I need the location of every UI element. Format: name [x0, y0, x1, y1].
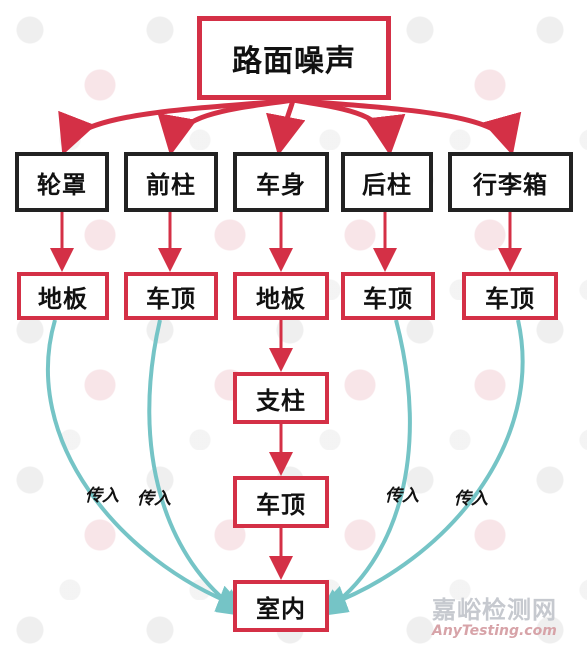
target-node-interior: 室内 — [233, 580, 329, 632]
chain-node-roof: 车顶 — [233, 476, 329, 528]
edge-label-transfer-2: 传入 — [137, 489, 171, 509]
edge-root-to-n2 — [157, 97, 294, 156]
source-node-c-pillar: 后柱 — [341, 152, 433, 212]
watermark-main-text: 嘉峪检测网 — [432, 596, 557, 624]
source-node-body: 车身 — [233, 152, 329, 212]
root-node: 路面噪声 — [197, 16, 391, 100]
edge-label-transfer-1: 传入 — [85, 486, 119, 506]
path-node-roof-right: 车顶 — [341, 272, 435, 320]
source-node-trunk: 行李箱 — [448, 152, 573, 212]
edge-label-transfer-4: 传入 — [454, 489, 488, 509]
watermark-sub-text: AnyTesting.com — [432, 623, 557, 639]
edge-m5-to-interior — [318, 319, 525, 613]
path-node-roof-left: 车顶 — [124, 272, 218, 320]
source-node-a-pillar: 前柱 — [124, 152, 218, 212]
chain-node-pillar: 支柱 — [233, 372, 329, 424]
watermark: 嘉峪检测网 AnyTesting.com — [432, 590, 557, 639]
edge-root-to-n5 — [292, 97, 522, 156]
edge-label-transfer-3: 传入 — [385, 486, 419, 506]
path-node-floor-left: 地板 — [17, 272, 109, 320]
edge-root-to-n3 — [266, 99, 306, 156]
path-node-floor-center: 地板 — [233, 272, 329, 320]
path-node-roof-far-right: 车顶 — [462, 272, 558, 320]
edge-m1-to-interior — [45, 319, 246, 612]
source-node-wheel-housing: 轮罩 — [15, 152, 109, 212]
edge-m2-to-interior — [147, 319, 247, 617]
edge-m4-to-interior — [317, 319, 412, 617]
